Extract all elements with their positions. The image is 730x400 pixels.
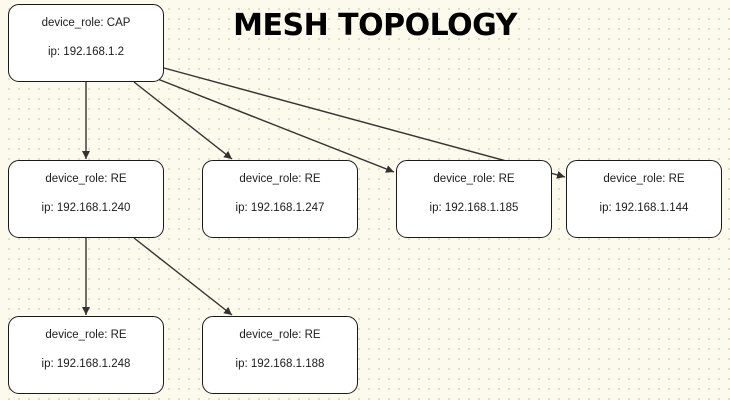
node-ip-label: ip: 192.168.1.240 — [41, 202, 131, 214]
node-role-label: device_role: RE — [45, 173, 127, 185]
node-role-label: device_role: RE — [239, 329, 321, 341]
node-role-label: device_role: CAP — [41, 17, 131, 29]
node-re-188[interactable]: device_role: RE ip: 192.168.1.188 — [202, 316, 358, 394]
edge-re1-re6 — [133, 237, 233, 316]
node-role-label: device_role: RE — [433, 173, 515, 185]
node-re-185[interactable]: device_role: RE ip: 192.168.1.185 — [396, 160, 552, 238]
diagram-title: MESH TOPOLOGY — [233, 8, 517, 43]
node-role-label: device_role: RE — [239, 173, 321, 185]
node-ip-label: ip: 192.168.1.248 — [41, 358, 131, 370]
node-re-247[interactable]: device_role: RE ip: 192.168.1.247 — [202, 160, 358, 238]
node-ip-label: ip: 192.168.1.188 — [235, 358, 325, 370]
node-ip-label: ip: 192.168.1.185 — [429, 202, 519, 214]
node-re-248[interactable]: device_role: RE ip: 192.168.1.248 — [8, 316, 164, 394]
node-ip-label: ip: 192.168.1.247 — [235, 202, 325, 214]
node-cap[interactable]: device_role: CAP ip: 192.168.1.2 — [8, 4, 164, 82]
edge-cap-re4 — [163, 67, 566, 179]
node-role-label: device_role: RE — [45, 329, 127, 341]
edge-cap-re2 — [133, 81, 233, 160]
node-role-label: device_role: RE — [603, 173, 685, 185]
node-re-144[interactable]: device_role: RE ip: 192.168.1.144 — [566, 160, 722, 238]
node-ip-label: ip: 192.168.1.2 — [47, 46, 125, 58]
node-ip-label: ip: 192.168.1.144 — [599, 202, 689, 214]
node-re-240[interactable]: device_role: RE ip: 192.168.1.240 — [8, 160, 164, 238]
edge-cap-re3 — [149, 75, 395, 173]
